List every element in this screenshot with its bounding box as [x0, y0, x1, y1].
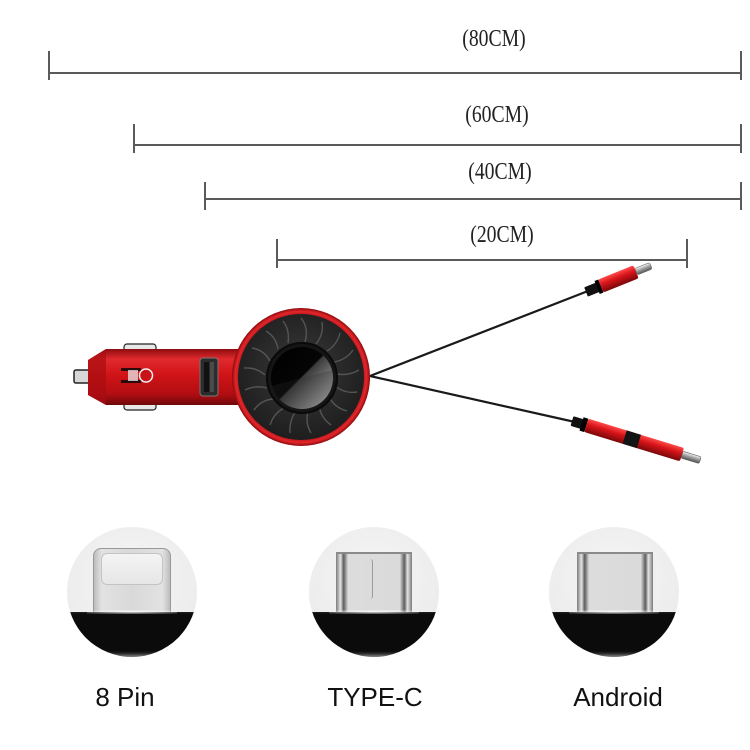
- dimension-line: [277, 259, 688, 261]
- charger-tip: [73, 369, 91, 384]
- retractable-reel: [232, 308, 370, 446]
- led-indicator-icon: [121, 368, 154, 383]
- usb-port-icon: [199, 357, 219, 397]
- car-charger-illustration: [73, 262, 702, 464]
- dimension-line: [134, 144, 742, 146]
- dimension-line: [205, 198, 742, 200]
- dimension-tick-left: [133, 124, 135, 153]
- dimension-tick-right: [686, 239, 688, 268]
- dimension-label-40: (40CM): [468, 159, 532, 185]
- connector-label: 8 Pin: [95, 682, 155, 712]
- connector-label: Android: [573, 682, 663, 712]
- dimension-label-80: (80CM): [462, 26, 526, 52]
- cable-upper: [369, 289, 589, 378]
- connector-label: TYPE-C: [327, 682, 423, 712]
- dimension-label-60: (60CM): [465, 102, 529, 128]
- dimension-tick-left: [276, 239, 278, 268]
- dimension-tick-right: [740, 182, 742, 210]
- lower-connector: [570, 416, 702, 464]
- cable-lower: [369, 374, 576, 424]
- dimension-line: [49, 72, 742, 74]
- dimension-tick-right: [740, 51, 742, 80]
- dimension-tick-left: [48, 51, 50, 80]
- micro-usb-plug-icon: [549, 527, 679, 657]
- dimension-label-20: (20CM): [470, 222, 534, 248]
- lightning-plug-icon: [67, 527, 197, 657]
- dimension-tick-right: [740, 124, 742, 153]
- upper-connector: [584, 262, 652, 297]
- usb-c-plug-icon: [309, 527, 439, 657]
- reel-grooves: [243, 317, 360, 434]
- dimension-tick-left: [204, 182, 206, 210]
- charger-body: [88, 349, 245, 405]
